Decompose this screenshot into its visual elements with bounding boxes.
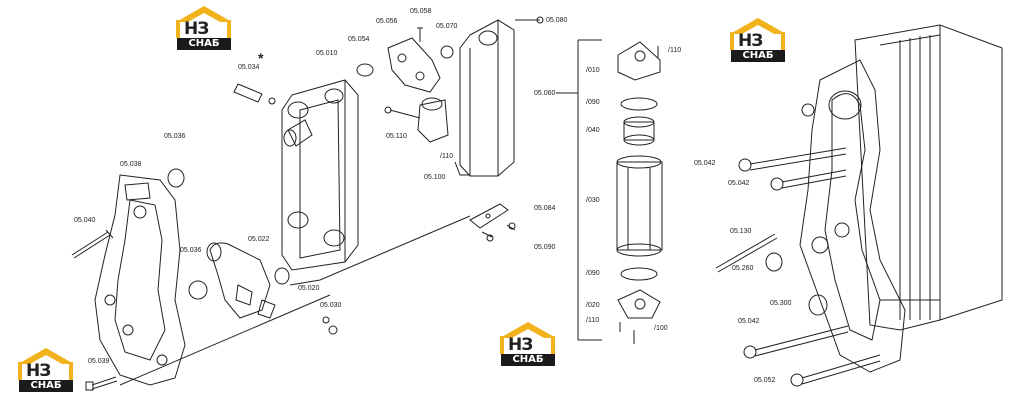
label-05036-a: 05.036 [164,133,186,140]
bolt-05042-a [749,147,847,171]
sleeve-040 [623,121,655,141]
oring-05260 [765,252,783,272]
cap-020 [617,289,661,319]
label-05042-b: 05.042 [728,180,750,187]
label-05058: 05.058 [410,8,432,15]
label-05060: 05.060 [534,90,556,97]
label-05084: 05.084 [534,205,556,212]
label-05034: 05.034 [238,64,260,71]
label-sub-010: /010 [586,67,600,74]
label-05110: 05.110 [386,133,407,140]
label-sub-110-b: /110 [668,47,682,54]
oring-090-top [620,97,658,111]
bolt-05042-b [781,169,847,189]
label-05300: 05.300 [770,300,792,307]
label-05054: 05.054 [348,36,370,43]
label-sub-090-a: /090 [586,99,600,106]
oring-05036-b [188,280,208,300]
label-sub-040: /040 [586,127,600,134]
label-05042-c: 05.042 [738,318,760,325]
bracket-05056 [387,37,441,93]
label-05038: 05.038 [120,161,142,168]
bolt-05130 [715,233,778,273]
label-05056: 05.056 [376,18,398,25]
label-05042-a: 05.042 [694,160,716,167]
filter-housing-05080 [459,19,515,177]
label-05022: 05.022 [248,236,270,243]
oring-05020 [274,267,290,285]
oring-090-bottom [620,267,658,281]
asterisk-mark: * [258,50,264,66]
housing-right [799,59,906,373]
label-05130: 05.130 [730,228,752,235]
bolt-05040 [71,231,109,256]
label-05070: 05.070 [436,23,458,30]
filter-element-030 [616,161,663,251]
housing-body [94,174,186,386]
label-05030: 05.030 [320,302,342,309]
label-05010: 05.010 [316,50,338,57]
bolt-05052 [801,354,881,385]
housing-inner [114,199,166,361]
oring-05300 [808,294,828,316]
label-05039: 05.039 [88,358,110,365]
label-05080: 05.080 [546,17,568,24]
label-sub-020: /020 [586,302,600,309]
oring-05054 [356,63,374,77]
oring-05070 [440,45,454,59]
label-sub-100: /100 [654,325,668,332]
label-sub-110-c: /110 [586,317,600,324]
label-sub-090-b: /090 [586,270,600,277]
cooler-05010 [281,79,359,271]
label-05040: 05.040 [74,217,96,224]
label-05260: 05.260 [732,265,754,272]
label-05090: 05.090 [534,244,556,251]
screw-05058 [417,27,423,42]
label-sub-030: /030 [586,197,600,204]
bolt-05042-c [754,325,849,357]
label-05100: 05.100 [424,174,446,181]
oring-05036-a [167,168,185,188]
cooler-assembly-right [854,24,1003,331]
label-05036-b: 05.036 [180,247,202,254]
bracket-05084 [469,203,509,229]
plug-05030 [328,325,338,335]
label-05020: 05.020 [298,285,320,292]
pipe-05022 [209,242,271,319]
label-110-a: /110 [440,153,454,160]
label-05052: 05.052 [754,377,776,384]
filter-bracket-010 [617,41,661,81]
sensor-05034 [233,83,263,103]
bolt-05039 [91,376,118,390]
